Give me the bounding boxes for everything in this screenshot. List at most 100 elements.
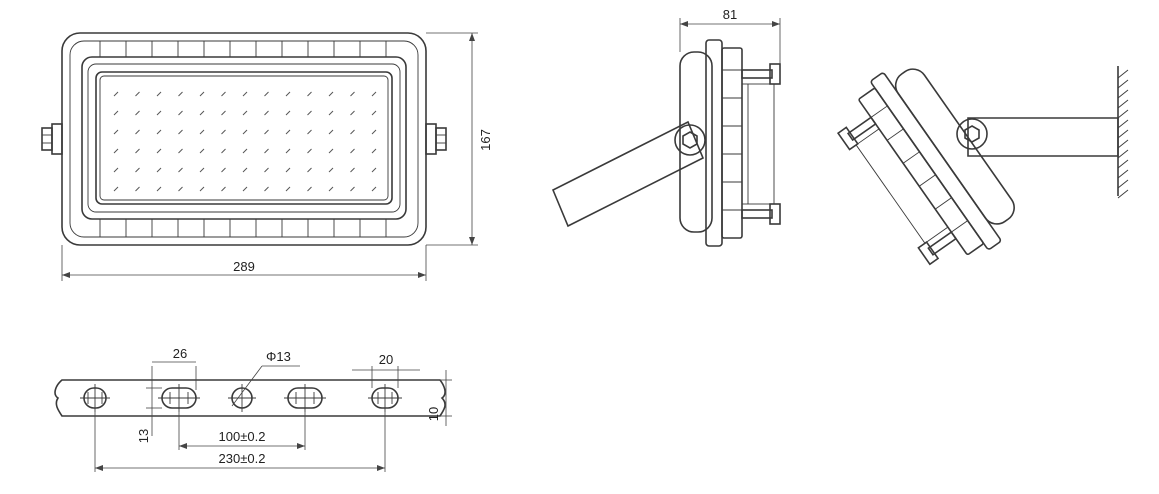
led-mark <box>371 129 377 135</box>
side-pivot-nut <box>682 131 698 149</box>
side-pivot <box>674 124 706 156</box>
led-mark <box>242 167 248 173</box>
led-array <box>113 91 377 192</box>
led-mark <box>199 167 205 173</box>
led-mark <box>221 91 226 97</box>
led-mark <box>178 186 183 192</box>
led-mark <box>350 129 355 135</box>
led-mark <box>371 186 377 192</box>
slot-spacing-label: 100±0.2 <box>219 429 266 444</box>
led-mark <box>199 186 205 192</box>
led-mark <box>264 129 269 135</box>
led-mark <box>307 129 312 135</box>
led-mark <box>285 186 291 192</box>
led-mark <box>221 129 226 135</box>
led-mark <box>113 110 119 116</box>
led-mark <box>350 186 355 192</box>
hole-diameter-leader: Φ13 <box>231 349 300 407</box>
led-mark <box>285 110 291 116</box>
led-mark <box>199 129 205 135</box>
led-mark <box>371 167 377 173</box>
led-mark <box>350 167 355 173</box>
led-mark <box>135 110 140 116</box>
led-mark <box>113 186 119 192</box>
led-mark <box>156 186 162 192</box>
led-mark <box>135 186 140 192</box>
side-fins <box>722 69 742 211</box>
side-clips <box>741 63 781 225</box>
led-mark <box>350 148 355 154</box>
bezel-inner <box>87 63 401 213</box>
led-mark <box>135 91 140 97</box>
led-mark <box>178 110 183 116</box>
led-mark <box>113 129 119 135</box>
wall-arm <box>967 117 1119 157</box>
bracket-detail: 26 Φ13 20 13 10 <box>54 346 452 472</box>
led-mark <box>264 167 269 173</box>
wall-pivot <box>956 118 988 150</box>
cooling-fins-top <box>99 41 387 57</box>
height-label: 167 <box>478 129 493 151</box>
bezel-outer <box>81 56 407 220</box>
led-mark <box>113 148 119 154</box>
led-mark <box>264 186 269 192</box>
led-mark <box>221 186 226 192</box>
led-mark <box>113 91 119 97</box>
side-view: 81 <box>551 7 781 247</box>
slot-1 <box>80 384 110 412</box>
slot-3 <box>284 384 326 412</box>
slot-2 <box>158 384 200 412</box>
mount-bolt-left <box>41 123 63 155</box>
led-mark <box>242 110 248 116</box>
led-mark <box>307 148 312 154</box>
led-mark <box>199 148 205 154</box>
front-view: 289 167 <box>41 32 493 281</box>
led-mark <box>156 148 162 154</box>
led-mark <box>307 110 312 116</box>
led-mark <box>328 186 334 192</box>
led-mark <box>242 129 248 135</box>
led-mark <box>350 91 355 97</box>
led-mark <box>264 148 269 154</box>
led-mark <box>264 110 269 116</box>
led-mark <box>371 148 377 154</box>
slot-end-dimension: 20 <box>352 352 420 388</box>
width-label: 289 <box>233 259 255 274</box>
led-mark <box>285 91 291 97</box>
wall-pivot-nut <box>964 125 980 143</box>
slot-end-label: 20 <box>379 352 393 367</box>
slot-length-label: 26 <box>173 346 187 361</box>
side-bracket-arm <box>551 120 705 228</box>
led-mark <box>178 167 183 173</box>
housing-outer <box>61 32 427 246</box>
cooling-fins-bottom <box>99 219 387 237</box>
led-mark <box>221 110 226 116</box>
mount-bolt-right <box>425 123 447 155</box>
led-mark <box>178 148 183 154</box>
bracket-thickness-dimension: 10 <box>426 370 452 426</box>
side-housing-back <box>679 51 713 233</box>
led-mark <box>156 110 162 116</box>
led-mark <box>178 91 183 97</box>
led-mark <box>307 91 312 97</box>
total-spacing-label: 230±0.2 <box>219 451 266 466</box>
depth-dimension: 81 <box>679 7 781 64</box>
led-mark <box>307 167 312 173</box>
led-mark <box>221 167 226 173</box>
side-housing-rim <box>705 39 723 247</box>
led-mark <box>371 110 377 116</box>
bracket-width-dimension: 13 <box>136 387 162 443</box>
slot-spacing-dimension: 100±0.2 <box>178 412 306 450</box>
led-mark <box>285 167 291 173</box>
led-mark <box>328 91 334 97</box>
led-mark <box>242 186 248 192</box>
led-mark <box>156 167 162 173</box>
total-spacing-dimension: 230±0.2 <box>94 412 386 472</box>
led-mark <box>328 148 334 154</box>
slot-4 <box>368 384 402 412</box>
side-lens <box>741 83 775 205</box>
bracket-thickness-label: 10 <box>426 407 441 421</box>
led-mark <box>156 129 162 135</box>
led-mark <box>178 129 183 135</box>
